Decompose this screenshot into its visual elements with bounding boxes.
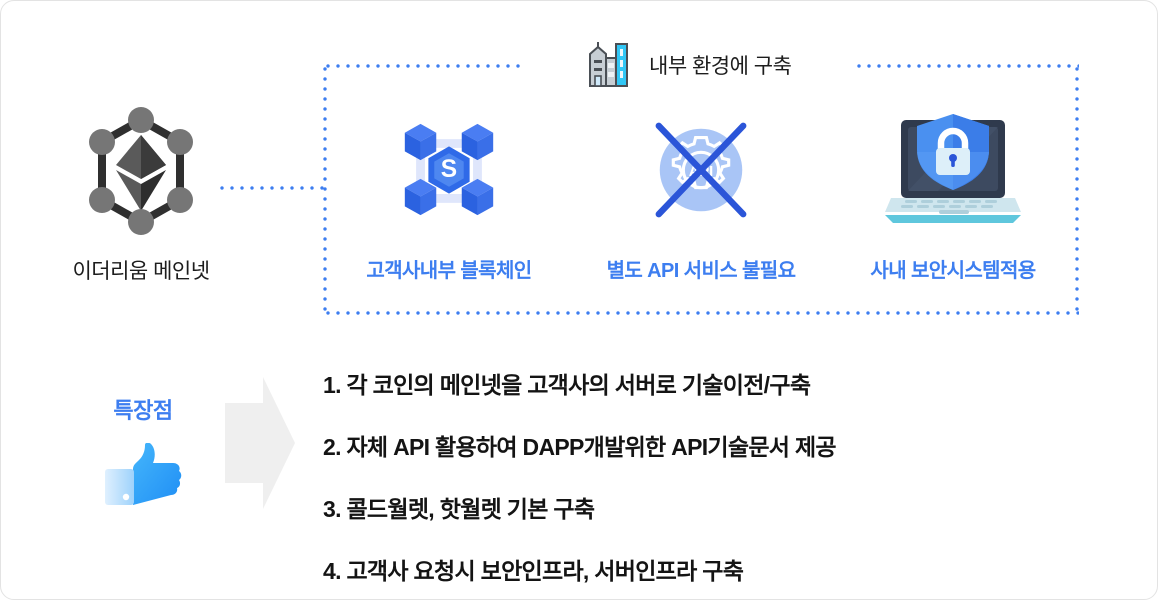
highlights-list: 1. 각 코인의 메인넷을 고객사의 서버로 기술이전/구축 2. 자체 API… [323, 366, 1083, 586]
feature-label-api: 별도 API 서비스 불필요 [606, 260, 796, 282]
ethereum-mainnet-block: 이더리움 메인넷 [41, 101, 241, 285]
ethereum-mainnet-label: 이더리움 메인넷 [72, 260, 210, 283]
feature-column-api: API 별도 API 서비스 불필요 [575, 112, 827, 283]
internal-environment-panel: 내부 환경에 구축 S [323, 36, 1079, 315]
api-gear-crossed-out-icon: API [575, 112, 827, 228]
highlights-block: 특장점 [83, 393, 203, 507]
blockchain-cubes-icon: S [323, 112, 575, 228]
feature-column-security: 사내 보안시스템적용 [827, 112, 1079, 283]
panel-border-left [323, 64, 327, 315]
svg-text:S: S [441, 156, 457, 183]
highlights-title: 특장점 [113, 398, 173, 423]
panel-border-top-left [323, 64, 525, 68]
thumbs-up-icon [101, 442, 185, 507]
panel-border-top-right [854, 64, 1079, 68]
ethereum-node-network-icon [71, 101, 211, 241]
internal-panel-title: 내부 환경에 구축 [649, 55, 792, 78]
feature-row: S [323, 112, 1079, 283]
list-item: 3. 콜드월렛, 핫월렛 기본 구축 [323, 496, 595, 522]
list-item: 4. 고객사 요청시 보안인프라, 서버인프라 구축 [323, 558, 744, 584]
list-item: 2. 자체 API 활용하여 DAPP개발위한 API기술문서 제공 [323, 434, 837, 460]
list-item: 1. 각 코인의 메인넷을 고객사의 서버로 기술이전/구축 [323, 372, 811, 398]
panel-border-right [1075, 64, 1079, 315]
building-icon [585, 40, 631, 90]
internal-panel-header: 내부 환경에 구축 [571, 36, 806, 94]
panel-border-bottom [323, 311, 1079, 315]
dotted-connector-line [217, 186, 325, 190]
laptop-shield-lock-icon [827, 112, 1079, 228]
feature-column-blockchain: S [323, 112, 575, 283]
feature-label-security: 사내 보안시스템적용 [870, 260, 1036, 282]
feature-label-blockchain: 고객사내부 블록체인 [366, 260, 532, 282]
right-arrow-icon [225, 377, 295, 509]
